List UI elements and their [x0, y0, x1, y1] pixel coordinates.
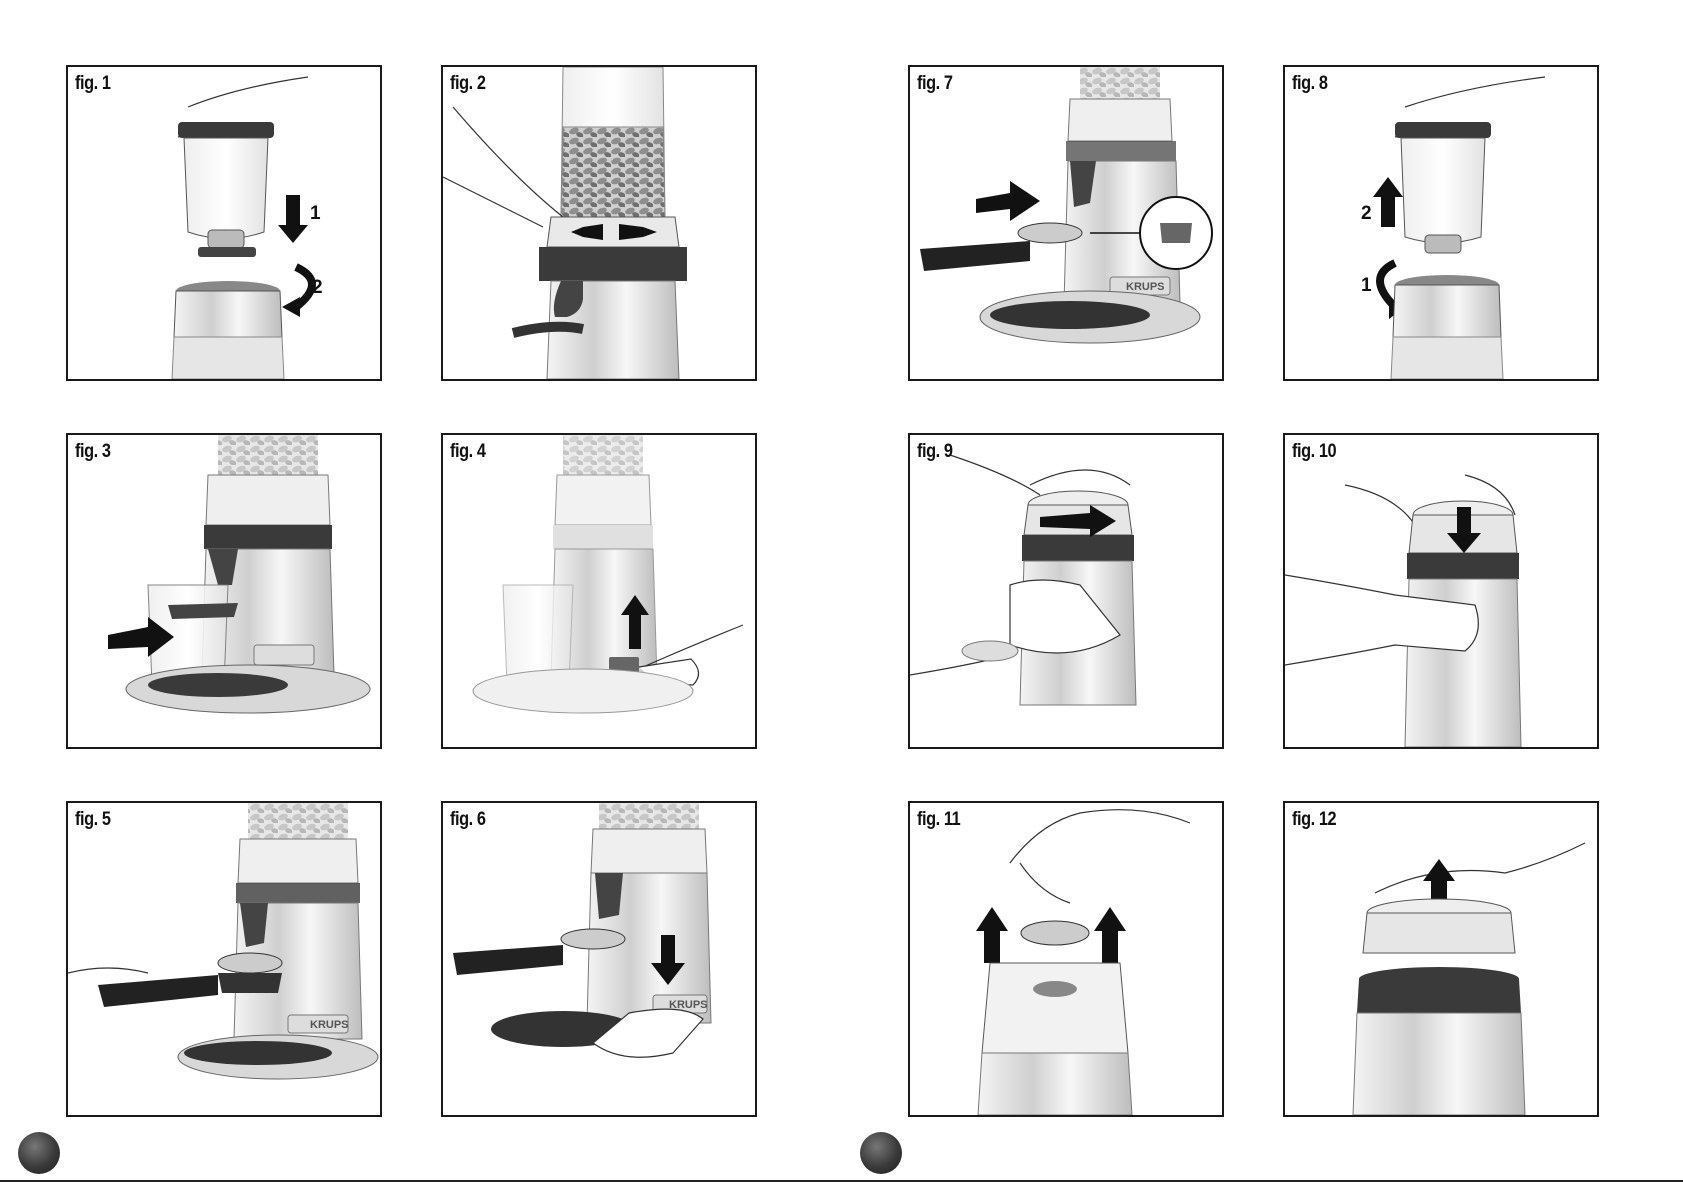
illustration-lift-hopper: 2 1 [1285, 67, 1597, 379]
illustration-portafilter-holder: KRUPS [910, 67, 1222, 379]
figure-label: fig. 4 [450, 441, 486, 463]
figure-11: fig. 11 [908, 801, 1224, 1117]
illustration-insert-container [68, 435, 380, 747]
step-number: 1 [1361, 275, 1372, 296]
illustration-press-button [443, 435, 755, 747]
illustration-remove-burr [910, 803, 1222, 1115]
illustration-set-grind [443, 67, 755, 379]
step-number: 1 [310, 203, 321, 224]
figure-label: fig. 8 [1292, 73, 1328, 95]
figure-3: fig. 3 [66, 433, 382, 749]
figure-9: fig. 9 [908, 433, 1224, 749]
step-number: 2 [1361, 203, 1372, 224]
figure-6: fig. 6 KRUPS [441, 801, 757, 1117]
arrow-down-icon [278, 195, 308, 243]
figure-12: fig. 12 [1283, 801, 1599, 1117]
figure-label: fig. 6 [450, 809, 486, 831]
figure-label: fig. 5 [75, 809, 111, 831]
illustration-press-lock [1285, 435, 1597, 747]
figure-label: fig. 2 [450, 73, 486, 95]
illustration-turn-burr [910, 435, 1222, 747]
figure-label: fig. 7 [917, 73, 953, 95]
figure-2: fig. 2 [441, 65, 757, 381]
figure-5: fig. 5 KRUPS [66, 801, 382, 1117]
illustration-remove-tray: KRUPS [443, 803, 755, 1115]
page-marker-right [860, 1132, 902, 1174]
figure-label: fig. 11 [917, 809, 960, 831]
figure-10: fig. 10 [1283, 433, 1599, 749]
figure-label: fig. 10 [1292, 441, 1336, 463]
arrow-up-icon [976, 907, 1008, 963]
figure-4: fig. 4 [441, 433, 757, 749]
step-number: 2 [312, 277, 323, 298]
page-marker-left [18, 1132, 60, 1174]
figure-1: fig. 1 1 2 [66, 65, 382, 381]
brand-logo-text: KRUPS [310, 1019, 349, 1031]
arrow-up-icon [1094, 907, 1126, 963]
illustration-lift-top [1285, 803, 1597, 1115]
illustration-insert-portafilter: KRUPS [68, 803, 380, 1115]
figure-label: fig. 3 [75, 441, 111, 463]
figure-label: fig. 9 [917, 441, 953, 463]
brand-logo-text: KRUPS [1126, 281, 1165, 293]
figure-7: fig. 7 KRUPS [908, 65, 1224, 381]
arrow-right-icon [976, 181, 1040, 221]
arrow-up-icon [1373, 177, 1403, 227]
figure-8: fig. 8 2 1 [1283, 65, 1599, 381]
figure-label: fig. 12 [1292, 809, 1336, 831]
figure-label: fig. 1 [75, 73, 111, 95]
illustration-remove-hopper: 1 2 [68, 67, 380, 379]
